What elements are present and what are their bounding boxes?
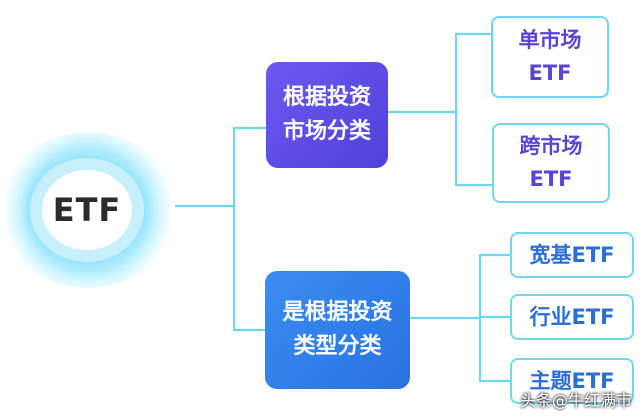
leaf-broad-based-etf: 宽基ETF bbox=[510, 232, 634, 278]
leaf-industry-etf: 行业ETF bbox=[510, 294, 634, 340]
watermark-text: 头条@牛红满市 bbox=[519, 391, 632, 410]
leaf-theme-etf: 主题ETF bbox=[510, 358, 634, 404]
root-node: ETF bbox=[42, 170, 132, 250]
leaf-single-market-etf: 单市场 ETF bbox=[491, 16, 609, 98]
root-node-label: ETF bbox=[52, 191, 122, 229]
leaf-cross-market-etf: 跨市场 ETF bbox=[492, 123, 610, 203]
branch-by-type: 是根据投资 类型分类 bbox=[265, 271, 410, 389]
branch-by-market: 根据投资 市场分类 bbox=[266, 62, 388, 168]
